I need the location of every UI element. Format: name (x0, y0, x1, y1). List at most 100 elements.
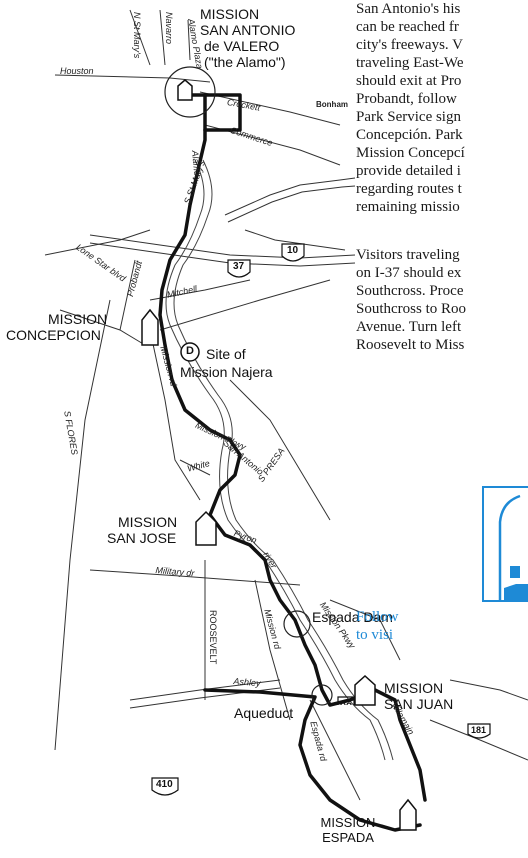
alamo-label: MISSION SAN ANTONIO (200, 6, 295, 38)
najera-marker-letter: D (186, 345, 194, 357)
directions-line: on I-37 should ex (356, 265, 462, 281)
i37-shield-icon (227, 259, 251, 278)
intro-line: Park Service sign (356, 109, 461, 125)
najera-label-line1: Site of (206, 346, 246, 362)
intro-line: remaining missio (356, 199, 460, 215)
san-jose-church-icon (195, 510, 217, 546)
intro-line: should exit at Pro (356, 73, 462, 89)
street-white (179, 459, 211, 476)
san-antonio-river-bank (173, 159, 394, 761)
street-label-navarro: Navarro (164, 12, 174, 45)
directions-line: Roosevelt to Miss (356, 337, 465, 353)
san-juan-church-icon (354, 674, 376, 706)
street-mitchell (149, 279, 251, 301)
directions-line: Visitors traveling (356, 247, 460, 263)
intro-line: San Antonio's his (356, 1, 461, 17)
street-navarro (159, 9, 166, 66)
street-alamo-plaza (187, 19, 191, 61)
aqueduct-label: Aqueduct (234, 705, 294, 721)
concepcion-label-line1: MISSION (48, 311, 108, 327)
directions-text: Visitors traveling on I-37 should ex Sou… (356, 246, 528, 354)
street-mission-rd-south (254, 579, 291, 721)
najera-label-line2: Mission Najera (180, 364, 273, 380)
espada-dam-circle (283, 610, 311, 638)
directions-line: Southcross to Roo (356, 301, 467, 317)
street-s-flores (54, 299, 111, 751)
espada-church-icon (399, 798, 417, 831)
i10-shield-icon (281, 243, 305, 262)
sign-caption-line: Follow (356, 609, 399, 625)
freeway-i10-2 (89, 242, 356, 267)
concepcion-label-line2: CONCEPCION (6, 327, 101, 343)
freeway-i37-2 (227, 185, 356, 223)
san-jose-label-2: SAN JOSE (107, 530, 176, 546)
aqueduct-arches-icon (337, 696, 355, 706)
intro-text: San Antonio's his can be reached fr city… (356, 0, 528, 216)
directions-line: Southcross. Proce (356, 283, 464, 299)
street-houston (54, 74, 211, 83)
street-commerce (204, 124, 341, 166)
freeway-410 (129, 679, 281, 701)
aqueduct-circle (311, 684, 333, 706)
intro-line: can be reached fr (356, 19, 459, 35)
hwy-label-181: 181 (471, 725, 487, 735)
intro-line: Mission Concepcí (356, 145, 465, 161)
freeway-i10 (89, 234, 356, 259)
intro-line: regarding routes t (356, 181, 462, 197)
directions-line: Avenue. Turn left (356, 319, 462, 335)
espada-label-line1: MISSION (320, 815, 376, 830)
street-s-presa (229, 379, 331, 521)
intro-line: traveling East-We (356, 55, 464, 71)
street-label-bonham: Bonham (316, 100, 348, 109)
street-southcross (159, 279, 331, 331)
san-juan-label-line1: MISSION (384, 680, 444, 696)
concepcion-church-icon (141, 308, 159, 346)
park-service-sign (482, 486, 528, 602)
alamo-label-sub: de VALERO ("the Alamo") (204, 38, 286, 70)
hwy-label-i37: 37 (233, 261, 245, 272)
street-espada-rd (309, 699, 361, 801)
sign-caption: Follow to visi (356, 608, 528, 644)
sign-caption-line: to visi (356, 627, 394, 643)
street-misc-4 (329, 599, 401, 661)
alamo-route (183, 93, 242, 132)
street-mission-rd (149, 329, 201, 501)
espada-dam-label: Espada Dam (312, 609, 393, 625)
najera-marker (180, 342, 200, 362)
alamo-label-line3: de VALERO (204, 38, 280, 54)
loop410-shield-icon (151, 777, 179, 796)
alamo-circle (164, 66, 216, 118)
san-juan-label: MISSION SAN JUAN (384, 680, 453, 712)
intro-line: Probandt, follow (356, 91, 457, 107)
san-jose-label-line1: MISSION (118, 514, 178, 530)
street-n-st-marys (129, 9, 151, 66)
street-lone-star (44, 229, 151, 256)
intro-line: Concepción. Park (356, 127, 463, 143)
san-jose-label-line2: SAN JOSE (107, 530, 177, 546)
alamo-label-line1: MISSION (200, 6, 260, 22)
intro-line: provide detailed i (356, 163, 461, 179)
street-misc-1 (59, 309, 146, 346)
espada-label-line2: ESPADA (322, 830, 374, 845)
concepcion-label-2: CONCEPCION (6, 327, 101, 343)
hwy-label-i10: 10 (287, 245, 299, 256)
street-hwy-181 (449, 679, 528, 701)
street-misc-3 (429, 719, 528, 761)
san-jose-label: MISSION (118, 514, 177, 530)
highway-shields (151, 243, 491, 796)
freeway-i37 (224, 177, 356, 216)
street-military-dr (89, 569, 301, 586)
concepcion-label: MISSION (48, 311, 108, 327)
intro-line: city's freeways. V (356, 37, 463, 53)
street-label-n-st-marys: N St Mary's (132, 12, 142, 59)
street-crockett (199, 91, 341, 126)
hwy181-shield-icon (467, 723, 491, 739)
alamo-label-line2: SAN ANTONIO (200, 22, 296, 38)
aqueduct-route (203, 688, 422, 832)
alamo-label-line4: ("the Alamo") (204, 54, 286, 70)
espada-label: MISSION ESPADA (298, 815, 398, 845)
najera-label-2: Mission Najera (180, 364, 273, 380)
street-misc-2 (244, 229, 346, 251)
najera-label: Site of (206, 346, 246, 362)
hwy-label-410: 410 (156, 779, 173, 790)
